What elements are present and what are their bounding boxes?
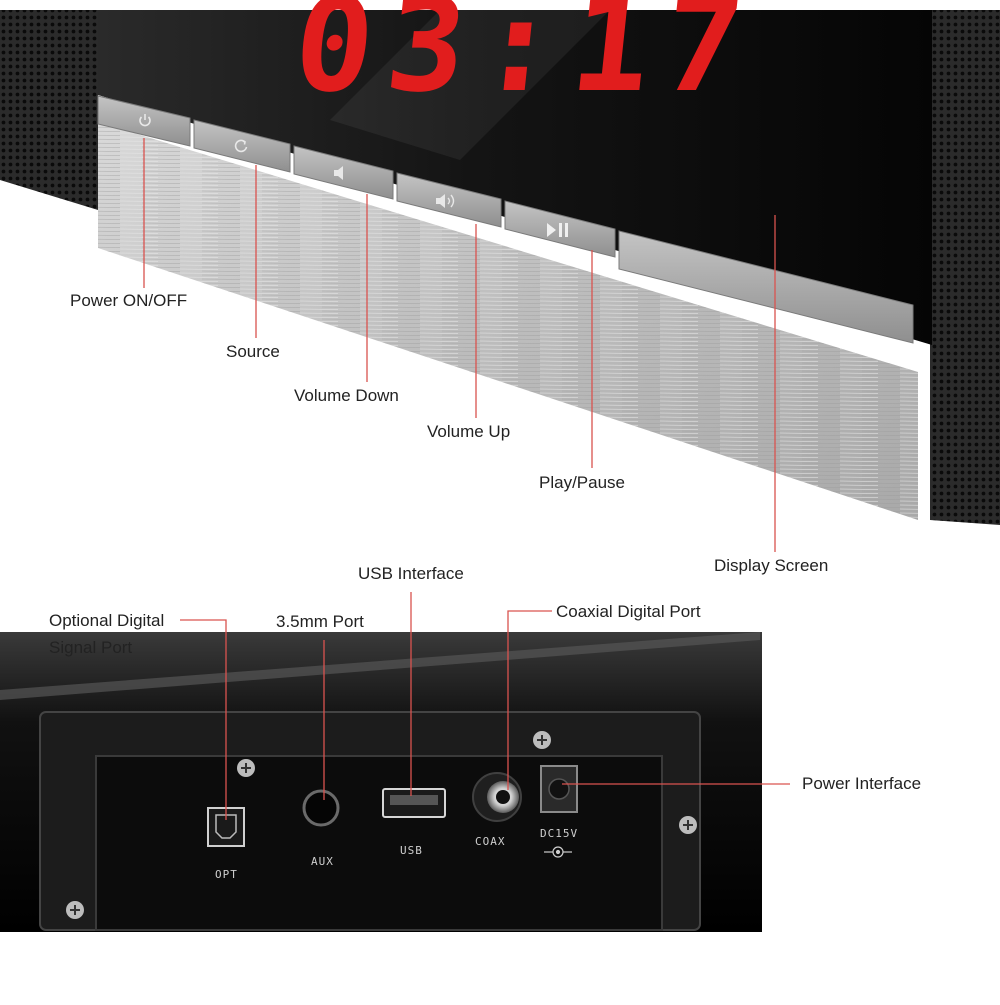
- speaker-low-icon: [334, 166, 343, 180]
- label-coaxial: Coaxial Digital Port: [556, 602, 701, 621]
- label-volume-up: Volume Up: [427, 422, 511, 441]
- power-button[interactable]: [97, 95, 191, 147]
- port-label-usb: USB: [400, 844, 423, 857]
- aux-port: [302, 789, 340, 827]
- callout-line-coax: [507, 610, 552, 790]
- port-label-dc: DC15V: [540, 827, 578, 840]
- label-display-screen: Display Screen: [714, 556, 829, 575]
- display-clock: 03:17: [287, 0, 764, 121]
- label-source: Source: [226, 342, 280, 361]
- label-aux-port: 3.5mm Port: [276, 612, 364, 631]
- right-speaker-grille: [930, 10, 1000, 525]
- label-usb-interface: USB Interface: [358, 564, 464, 583]
- port-label-coax: COAX: [475, 835, 506, 848]
- coax-port: [472, 772, 522, 822]
- label-play-pause: Play/Pause: [539, 473, 625, 492]
- callout-line-opt: [180, 619, 227, 820]
- dc-power-port: [540, 765, 578, 813]
- play-pause-icon: [547, 223, 568, 237]
- label-optional-digital-line2: Signal Port: [49, 638, 133, 657]
- port-label-aux: AUX: [311, 855, 334, 868]
- source-icon: [234, 139, 248, 153]
- control-buttons: [97, 95, 914, 344]
- label-power-interface: Power Interface: [802, 774, 922, 793]
- rear-body-top-highlight: [0, 632, 760, 700]
- brushed-texture: [98, 122, 918, 520]
- label-volume-down: Volume Down: [294, 386, 399, 405]
- screen-glare: [330, 10, 610, 160]
- usb-port: [382, 788, 446, 818]
- label-optional-digital-line1: Optional Digital: [49, 611, 165, 630]
- display-button[interactable]: [618, 230, 914, 344]
- screws: [66, 731, 697, 919]
- port-label-opt: OPT: [215, 868, 238, 881]
- top-callout-lines: [143, 138, 776, 552]
- speaker-high-icon: [436, 194, 455, 208]
- power-icon: [139, 114, 151, 127]
- label-power: Power ON/OFF: [70, 291, 188, 310]
- source-button[interactable]: [193, 119, 291, 173]
- volume-down-button[interactable]: [293, 145, 394, 200]
- dc-polarity-icon: [544, 846, 572, 858]
- left-speaker-grille: [0, 10, 98, 210]
- bottom-callout-lines: [180, 592, 790, 820]
